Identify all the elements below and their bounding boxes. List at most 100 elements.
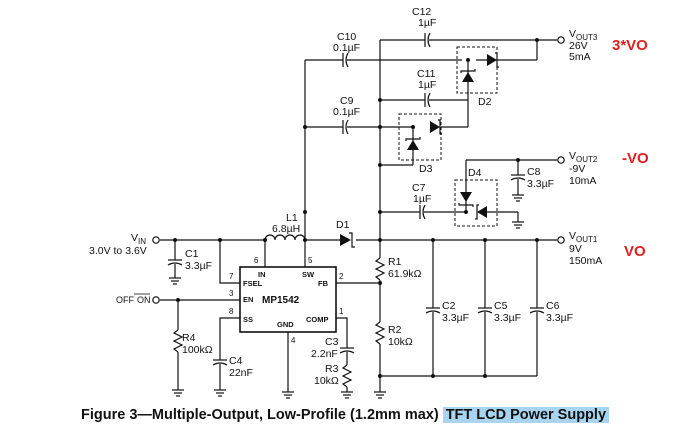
capacitor-c11: C11 1µF <box>378 68 468 108</box>
svg-text:D1: D1 <box>336 219 350 231</box>
svg-text:OFF: OFF <box>116 295 134 305</box>
svg-text:3: 3 <box>229 289 234 298</box>
svg-text:22nF: 22nF <box>229 367 253 379</box>
svg-text:0.1µF: 0.1µF <box>333 106 360 118</box>
svg-text:IN: IN <box>138 237 146 246</box>
figure-caption: Figure 3—Multiple-Output, Low-Profile (1… <box>0 407 690 423</box>
svg-text:GND: GND <box>277 320 294 329</box>
svg-text:C12: C12 <box>412 6 431 18</box>
svg-text:10mA: 10mA <box>569 175 596 187</box>
capacitor-c5: C5 3.3µF <box>477 238 521 378</box>
switch-node <box>303 40 382 240</box>
svg-text:C5: C5 <box>494 300 508 312</box>
svg-text:OUT1: OUT1 <box>576 235 598 244</box>
svg-text:1: 1 <box>339 307 344 316</box>
svg-text:R1: R1 <box>388 256 402 268</box>
svg-text:100kΩ: 100kΩ <box>182 344 213 356</box>
svg-text:L1: L1 <box>286 212 298 224</box>
svg-text:3.3µF: 3.3µF <box>494 312 521 324</box>
svg-text:OUT2: OUT2 <box>576 155 598 164</box>
inductor-l1: L1 6.8µH <box>264 212 306 241</box>
capacitor-c1: C1 3.3µF <box>167 238 212 285</box>
svg-text:IN: IN <box>258 270 266 279</box>
svg-text:5mA: 5mA <box>569 51 591 63</box>
svg-text:-9V: -9V <box>569 163 585 175</box>
svg-text:V: V <box>131 232 138 244</box>
svg-text:3.3µF: 3.3µF <box>527 178 554 190</box>
svg-text:3.3µF: 3.3µF <box>185 260 212 272</box>
ic-mp1542: MP1542 IN SW FSEL FB EN SS COMP GND <box>239 266 337 333</box>
svg-text:26V: 26V <box>569 40 588 52</box>
svg-text:150mA: 150mA <box>569 255 602 267</box>
svg-text:MP1542: MP1542 <box>262 295 300 306</box>
svg-text:C6: C6 <box>546 300 560 312</box>
diode-d2: D2 <box>456 40 538 108</box>
resistor-r4: R4 100kΩ <box>172 300 213 397</box>
svg-text:C11: C11 <box>417 68 436 80</box>
svg-text:V: V <box>569 28 576 40</box>
capacitor-c12: C12 1µF <box>380 6 557 48</box>
capacitor-c7: C7 1µF <box>380 182 466 220</box>
compensation-network: C3 2.2nF R3 10kΩ <box>311 336 355 399</box>
svg-text:C9: C9 <box>340 95 354 107</box>
svg-text:9V: 9V <box>569 243 582 255</box>
svg-text:7: 7 <box>229 272 234 281</box>
annotation-neg-vo: -VO <box>622 150 649 167</box>
vout1-terminal: V OUT1 9V 150mA <box>557 230 602 267</box>
caption-highlight: TFT LCD Power Supply <box>442 407 610 423</box>
svg-text:C10: C10 <box>337 31 356 43</box>
vout2-terminal: V OUT2 -9V 10mA <box>557 150 598 187</box>
svg-text:R3: R3 <box>325 363 339 375</box>
svg-text:6: 6 <box>254 256 259 265</box>
svg-text:10kΩ: 10kΩ <box>314 375 339 387</box>
svg-text:C7: C7 <box>412 182 426 194</box>
svg-text:FSEL: FSEL <box>243 279 263 288</box>
svg-text:V: V <box>569 230 576 242</box>
svg-text:2.2nF: 2.2nF <box>311 348 338 360</box>
svg-text:SW: SW <box>302 270 315 279</box>
svg-text:2: 2 <box>339 272 344 281</box>
svg-text:61.9kΩ: 61.9kΩ <box>388 268 422 280</box>
svg-text:OUT3: OUT3 <box>576 33 598 42</box>
svg-text:C8: C8 <box>527 166 541 178</box>
svg-text:ON: ON <box>137 295 151 305</box>
annotation-vo: VO <box>624 243 646 260</box>
svg-text:R2: R2 <box>388 324 402 336</box>
svg-text:V: V <box>569 150 576 162</box>
diode-d1: D1 <box>336 219 355 248</box>
svg-text:C3: C3 <box>325 336 339 348</box>
diode-d3: D3 <box>378 100 469 175</box>
svg-text:1µF: 1µF <box>413 193 431 205</box>
svg-text:C2: C2 <box>442 300 456 312</box>
svg-text:0.1µF: 0.1µF <box>333 42 360 54</box>
svg-text:FB: FB <box>318 279 329 288</box>
svg-text:4: 4 <box>291 336 296 345</box>
svg-text:R4: R4 <box>182 332 196 344</box>
svg-text:5: 5 <box>308 256 313 265</box>
svg-text:D2: D2 <box>478 96 492 108</box>
svg-text:COMP: COMP <box>306 315 329 324</box>
vout3-terminal: V OUT3 26V 5mA <box>535 28 598 63</box>
capacitor-c6: C6 3.3µF <box>529 238 573 376</box>
svg-text:SS: SS <box>243 315 253 324</box>
vin-terminal: V IN 3.0V to 3.6V <box>89 232 160 257</box>
svg-text:D3: D3 <box>419 163 433 175</box>
svg-text:1µF: 1µF <box>418 79 436 91</box>
capacitor-c4: C4 22nF <box>212 355 253 397</box>
svg-text:3.0V to 3.6V: 3.0V to 3.6V <box>89 245 147 257</box>
svg-text:3.3µF: 3.3µF <box>442 312 469 324</box>
svg-text:8: 8 <box>229 307 234 316</box>
svg-text:EN: EN <box>243 295 253 304</box>
svg-text:6.8µH: 6.8µH <box>272 223 300 235</box>
capacitor-c10: C10 0.1µF <box>305 31 462 68</box>
feedback-divider: R1 61.9kΩ R2 10kΩ <box>374 238 537 399</box>
capacitor-c8: C8 3.3µF <box>466 158 557 202</box>
enable-terminal: OFF ON <box>116 293 160 305</box>
svg-text:C4: C4 <box>229 355 243 367</box>
ic-wiring: 6 5 7 2 3 8 1 4 <box>160 238 382 399</box>
caption-main: Figure 3—Multiple-Output, Low-Profile (1… <box>80 407 443 423</box>
svg-text:1µF: 1µF <box>418 17 436 29</box>
svg-text:D4: D4 <box>468 167 482 179</box>
diode-d4: D4 <box>454 160 524 229</box>
